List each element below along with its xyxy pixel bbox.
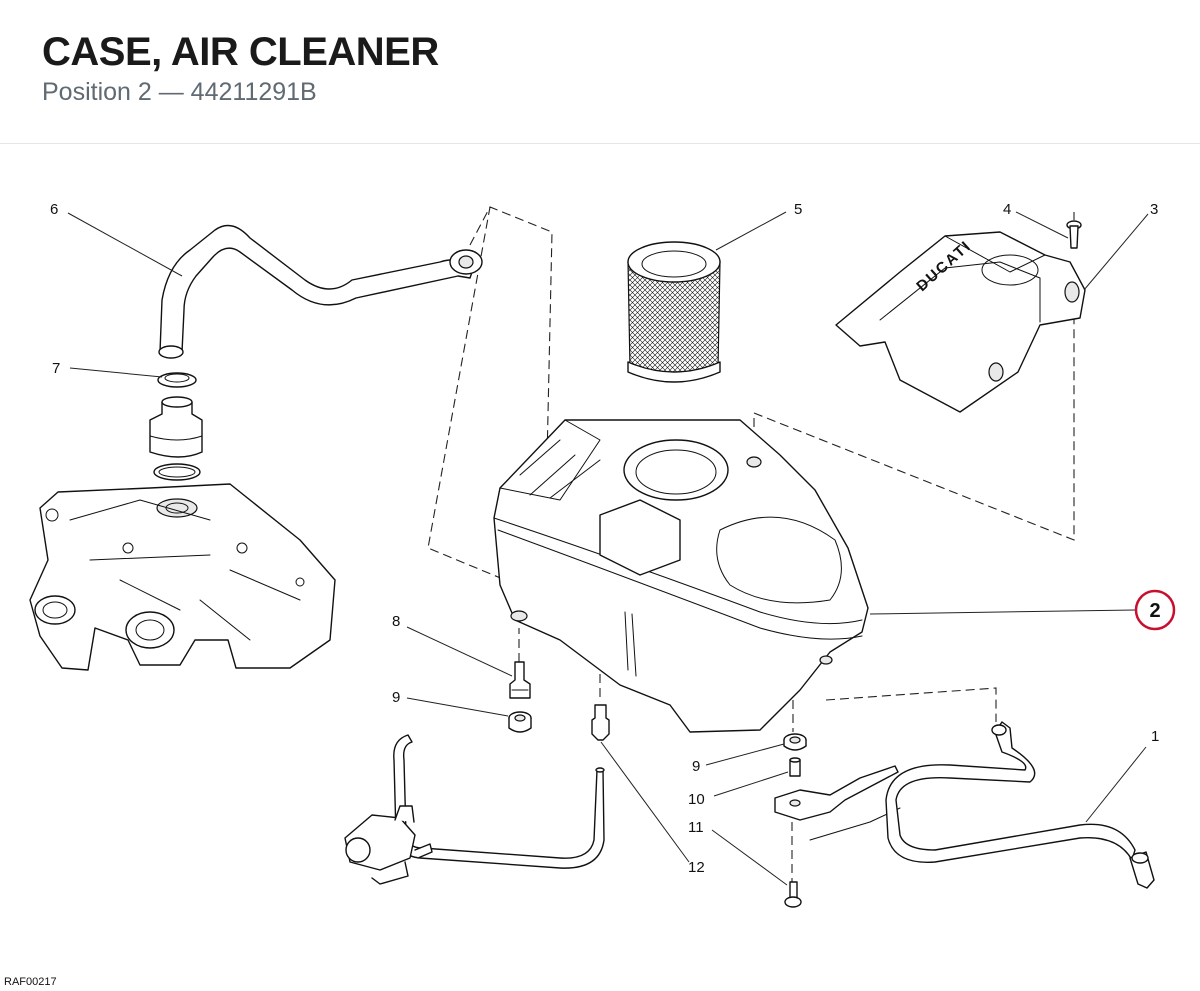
callout-10: 10 [688, 791, 705, 808]
leader-lines [67, 211, 1149, 886]
callout-3: 3 [1150, 201, 1158, 218]
callout-12: 12 [688, 859, 705, 876]
vent-hose[interactable] [885, 721, 1155, 889]
hose-clamp[interactable] [157, 372, 197, 388]
drain-spigot[interactable] [509, 661, 531, 699]
hose-union[interactable] [591, 704, 610, 741]
mounting-bolt[interactable] [784, 881, 802, 908]
grommet-left[interactable] [508, 711, 532, 733]
page-subtitle: Position 2 — 44211291B [42, 78, 317, 106]
drawing-code: RAF00217 [4, 976, 57, 988]
callout-8: 8 [392, 613, 400, 630]
air-box-cover[interactable]: DUCATI [835, 231, 1086, 413]
callout-9-right: 9 [692, 758, 700, 775]
o-ring [153, 463, 201, 481]
air-filter[interactable] [627, 241, 721, 383]
air-cleaner-case[interactable] [493, 419, 869, 733]
spacer-bushing[interactable] [789, 757, 801, 777]
callout-2: 2 [1149, 600, 1160, 622]
callout-6: 6 [50, 201, 58, 218]
cover-screw[interactable] [1066, 220, 1082, 249]
callout-labels: 6 7 5 4 3 8 9 9 10 11 12 1 [50, 201, 1159, 876]
breather-hose[interactable] [158, 224, 483, 359]
mounting-bracket [774, 765, 901, 841]
hose-fitting [149, 396, 203, 458]
callout-5: 5 [794, 201, 802, 218]
callout-7: 7 [52, 360, 60, 377]
callout-9-left: 9 [392, 689, 400, 706]
callout-1: 1 [1151, 728, 1159, 745]
engine-crankcase [29, 483, 336, 671]
page-title: CASE, AIR CLEANER [42, 30, 439, 74]
drain-hose-with-valve [344, 734, 605, 885]
grommet-right[interactable] [783, 733, 807, 751]
header: CASE, AIR CLEANER Position 2 — 44211291B [0, 0, 1200, 144]
callout-11: 11 [688, 819, 704, 836]
highlight-position-2[interactable]: 2 [1134, 589, 1176, 631]
callout-4: 4 [1003, 201, 1011, 218]
